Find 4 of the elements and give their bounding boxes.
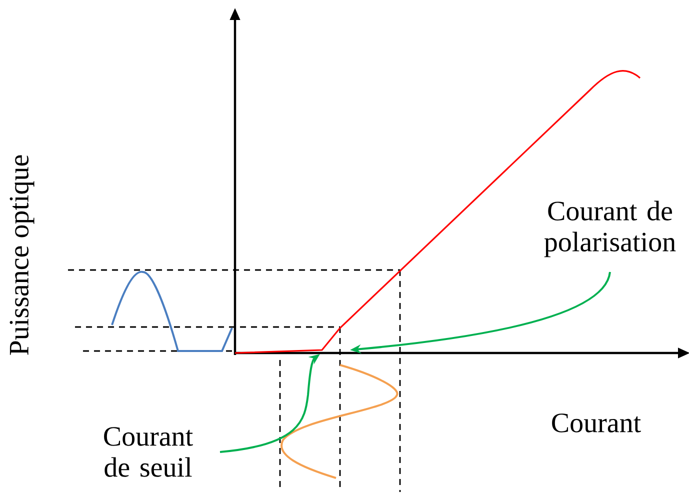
axis-label: Courant bbox=[552, 414, 641, 432]
annotation-text: Courant de polarisation bbox=[544, 200, 676, 258]
axis-label: Puissance optique bbox=[10, 155, 34, 355]
annotation-text: Courant de seuil bbox=[104, 427, 193, 477]
